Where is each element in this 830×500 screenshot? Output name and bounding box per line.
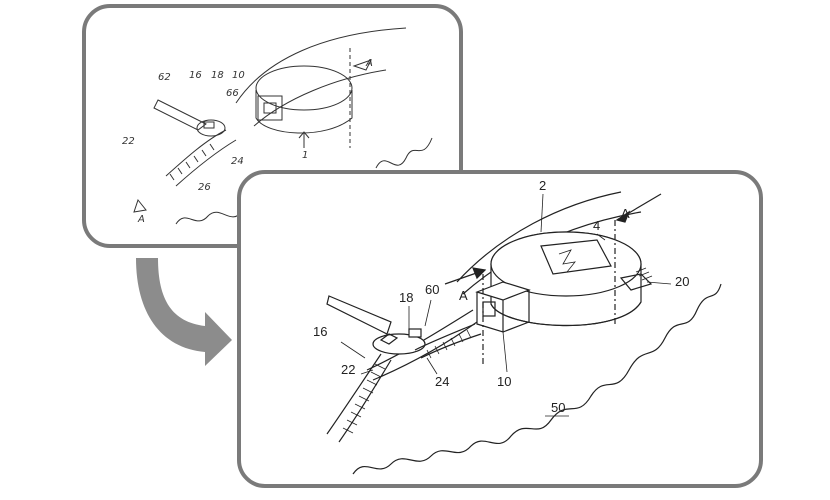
sketch-label-24: 24 [231, 156, 244, 167]
drawing-label-16: 16 [313, 324, 327, 339]
drawing-label-A-left: A [459, 288, 468, 303]
sketch-label-62: 62 [158, 72, 171, 83]
drawing-label-20: 20 [675, 274, 689, 289]
drawing-label-A-right: A [621, 206, 630, 221]
patent-drawing: 2 4 A A 20 60 18 16 22 24 10 50 [241, 174, 767, 492]
drawing-label-4: 4 [593, 218, 600, 233]
drawing-label-50: 50 [551, 400, 565, 415]
drawing-label-2: 2 [539, 178, 546, 193]
sketch-label-A-bottom: A [137, 214, 145, 225]
sketch-label-26: 26 [198, 182, 211, 193]
sketch-label-66: 66 [226, 88, 239, 99]
drawing-label-22: 22 [341, 362, 355, 377]
drawing-panel: 2 4 A A 20 60 18 16 22 24 10 50 [237, 170, 763, 488]
drawing-label-24: 24 [435, 374, 449, 389]
drawing-label-10: 10 [497, 374, 511, 389]
drawing-label-18: 18 [399, 290, 413, 305]
sketch-label-22: 22 [122, 136, 135, 147]
sketch-label-16: 16 [189, 70, 202, 81]
drawing-label-60: 60 [425, 282, 439, 297]
sketch-label-10: 10 [232, 70, 245, 81]
sketch-label-A-top: A [365, 58, 373, 69]
sketch-label-18: 18 [211, 70, 224, 81]
sketch-label-1: 1 [302, 150, 308, 161]
